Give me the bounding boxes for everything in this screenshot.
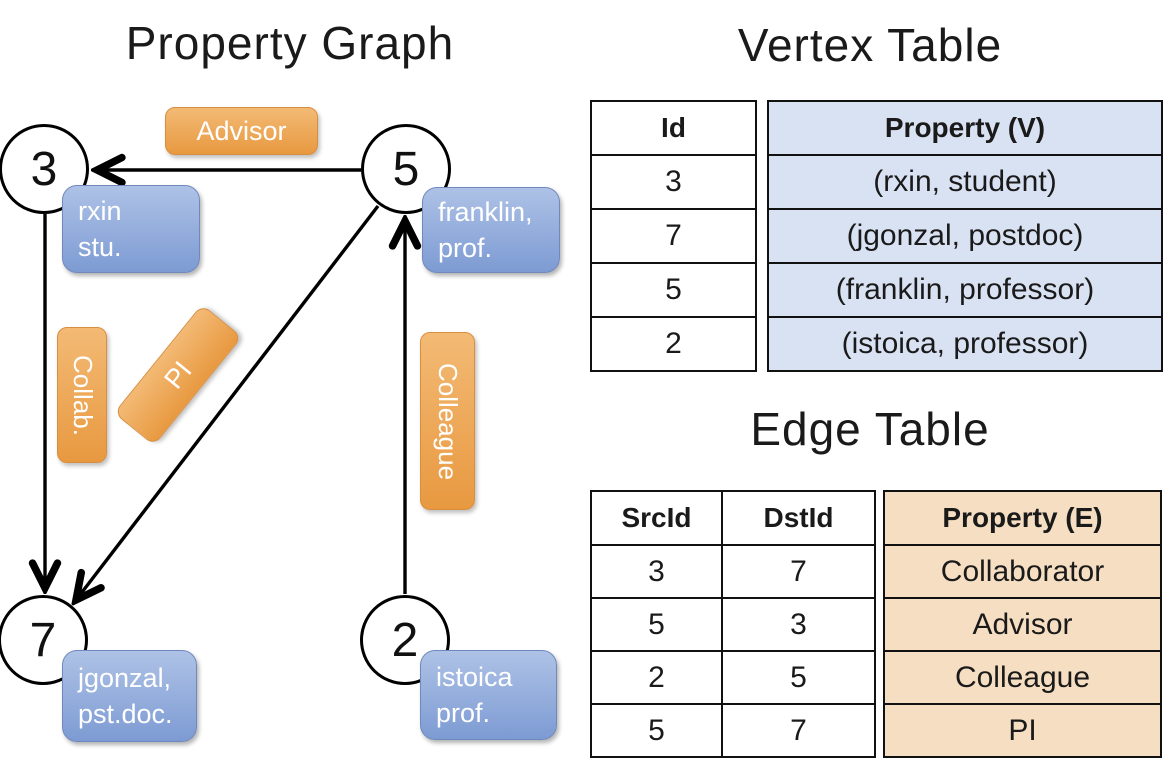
edge-table-srcid-cell: 5 — [592, 599, 723, 650]
edge-label-collab: Collab. — [57, 327, 107, 463]
edge-table-dstid-cell: 7 — [790, 713, 807, 747]
edge-table-row: 5 3 — [592, 599, 874, 652]
edge-table-title: Edge Table — [750, 403, 990, 455]
vertex-property-7-line2: pst.doc. — [78, 699, 173, 729]
graph-node-5-id: 5 — [392, 142, 420, 196]
vertex-table-id-column: Id 3 7 5 2 — [590, 100, 757, 372]
edge-table-row: 3 7 — [592, 546, 874, 599]
vertex-property-3-line1: rxin — [78, 195, 122, 226]
edge-table-id-columns: SrcId DstId 3 7 5 3 2 5 5 7 — [590, 490, 876, 758]
vertex-property-5-line2: prof. — [438, 233, 493, 263]
vertex-property-box-2: istoica prof. — [420, 650, 557, 740]
vertex-property-3-line2: stu. — [78, 232, 122, 262]
edge-table-header-row: SrcId DstId — [592, 492, 874, 546]
vertex-table-property-cell: (istoica, professor) — [769, 318, 1161, 370]
edge-label-advisor: Advisor — [165, 107, 318, 155]
edge-label-pi: PI — [113, 304, 243, 446]
edge-table-property-cell: Advisor — [885, 599, 1160, 652]
vertex-table-property-cell: (rxin, student) — [769, 156, 1161, 210]
edge-label-colleague: Colleague — [420, 332, 475, 510]
vertex-table-id-cell: 5 — [592, 264, 755, 318]
edge-table-row: 5 7 — [592, 705, 874, 756]
edge-table-dstid-cell: 3 — [790, 607, 807, 641]
vertex-table-id-cell: 3 — [592, 156, 755, 210]
edge-label-collab-text: Collab. — [67, 354, 98, 436]
vertex-table-title: Vertex Table — [737, 19, 1003, 71]
edge-table-dstid-cell: 7 — [790, 554, 807, 588]
edge-table-property-cell: Colleague — [885, 652, 1160, 705]
vertex-table-header-id: Id — [592, 102, 755, 156]
graph-node-2-id: 2 — [391, 613, 419, 667]
vertex-table-property-cell: (jgonzal, postdoc) — [769, 210, 1161, 264]
edge-table-property-cell: PI — [885, 705, 1160, 756]
edge-label-pi-text: PI — [157, 355, 198, 395]
edge-table-property-cell: Collaborator — [885, 546, 1160, 599]
vertex-table-id-cell: 7 — [592, 210, 755, 264]
edge-table-row: 2 5 — [592, 652, 874, 705]
edge-table-header-dstid: DstId — [763, 502, 834, 533]
vertex-table-property-column: Property (V) (rxin, student) (jgonzal, p… — [767, 100, 1163, 372]
vertex-property-7-line1: jgonzal, — [78, 662, 172, 693]
property-graph-title: Property Graph — [125, 17, 455, 69]
vertex-property-box-7: jgonzal, pst.doc. — [62, 650, 197, 742]
vertex-table-property-cell: (franklin, professor) — [769, 264, 1161, 318]
edge-table-srcid-cell: 5 — [592, 705, 723, 756]
graph-node-3: 3 — [0, 124, 89, 214]
vertex-property-box-3: rxin stu. — [62, 185, 200, 273]
vertex-property-5-line1: franklin, — [438, 196, 533, 227]
vertex-table-id-cell: 2 — [665, 327, 682, 360]
graph-node-7-id: 7 — [29, 613, 57, 667]
vertex-property-2-line2: prof. — [436, 698, 491, 728]
edge-label-advisor-text: Advisor — [196, 115, 287, 146]
edge-label-colleague-text: Colleague — [433, 362, 463, 480]
edge-table-property-column: Property (E) Collaborator Advisor Collea… — [883, 490, 1162, 758]
edge-table-header-srcid: SrcId — [592, 492, 723, 544]
edge-table-header-property: Property (E) — [885, 492, 1160, 546]
vertex-property-box-5: franklin, prof. — [422, 187, 560, 273]
edge-table-dstid-cell: 5 — [790, 660, 807, 694]
graph-node-3-id: 3 — [30, 142, 58, 196]
vertex-property-2-line1: istoica — [436, 661, 513, 692]
edge-table-srcid-cell: 3 — [592, 546, 723, 597]
vertex-table-header-property: Property (V) — [769, 102, 1161, 156]
edge-table-srcid-cell: 2 — [592, 652, 723, 703]
